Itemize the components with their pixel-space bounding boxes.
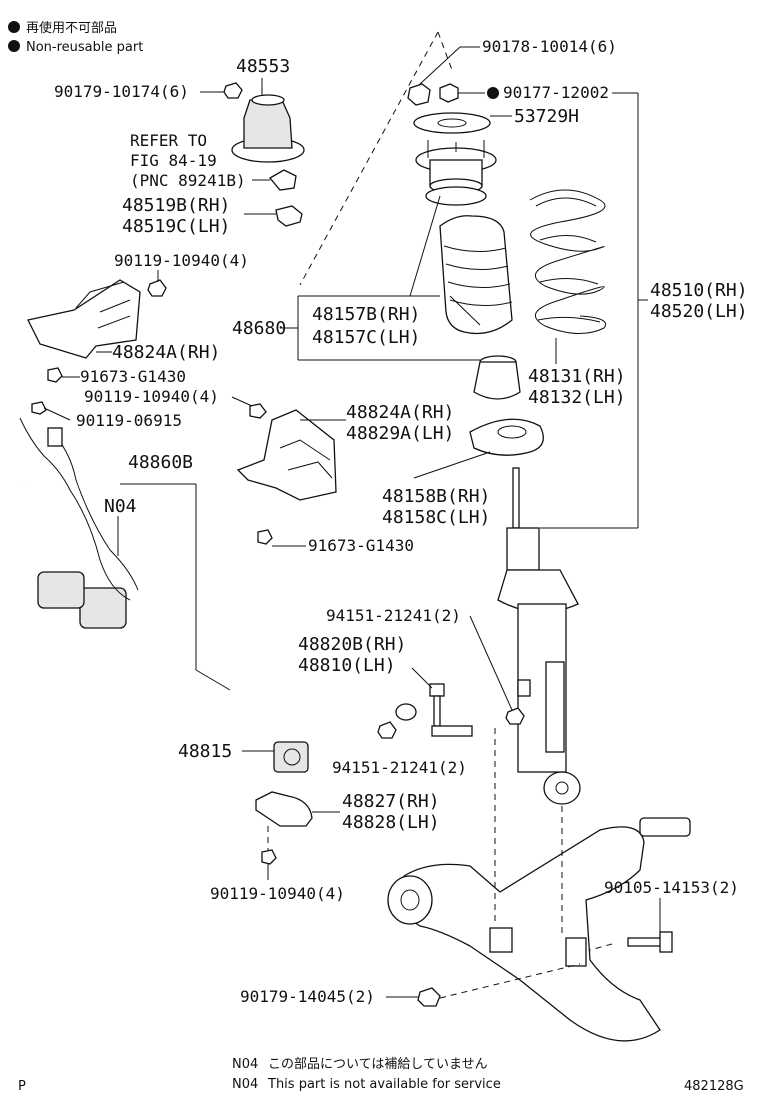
label-48680: 48680: [232, 318, 286, 339]
insulator-48158: [413, 418, 544, 479]
label-90178: 90178-10014(6): [482, 37, 617, 56]
legend-jp: 再使用不可部品: [26, 20, 117, 36]
bolt-91673-a: [47, 367, 80, 383]
legend: 再使用不可部品 Non-reusable part: [8, 20, 143, 55]
non-reusable-dot-icon: [487, 87, 499, 99]
bushing-48815: [242, 741, 309, 773]
washer-53729h: [413, 112, 512, 134]
label-48157b: 48157B(RH): [312, 304, 420, 325]
label-94151-b: 94151-21241(2): [332, 758, 467, 777]
note-jp: この部品については補給していません: [268, 1057, 488, 1072]
upper-support: [415, 140, 497, 206]
bracket-48827: [255, 791, 340, 827]
label-48828: 48828(LH): [342, 812, 440, 833]
mount-48553: [231, 78, 305, 163]
label-90119-06915: 90119-06915: [76, 411, 182, 430]
refer-line2: FIG 84-19: [130, 151, 217, 170]
label-n04: N04: [104, 496, 137, 517]
note-en-code: N04: [232, 1077, 258, 1092]
nut-90178: [407, 46, 480, 106]
bolt-90105: [627, 898, 673, 953]
leader-48860b: [120, 483, 231, 691]
boot-48157: [439, 215, 513, 335]
label-48519c: 48519C(LH): [122, 216, 230, 237]
label-48824a-2: 48824A(RH): [346, 402, 454, 423]
label-91673-b: 91673-G1430: [308, 536, 414, 555]
legend-dot-icon: [8, 21, 20, 33]
stabilizer-link: [411, 667, 473, 737]
label-48131: 48131(RH): [528, 366, 626, 387]
bracket-48824-middle: [236, 409, 346, 501]
label-48860b: 48860B: [128, 452, 193, 473]
label-48158c: 48158C(LH): [382, 507, 490, 528]
refer-line1: REFER TO: [130, 131, 207, 150]
lower-arm: [387, 817, 691, 1042]
footer-left: P: [18, 1079, 26, 1094]
label-48510: 48510(RH): [650, 280, 748, 301]
stabilizer-bar: [19, 417, 417, 721]
coil-spring: [529, 189, 606, 334]
label-90105: 90105-14153(2): [604, 878, 739, 897]
nut-90177: [439, 83, 499, 103]
refer-line3: (PNC 89241B): [130, 171, 246, 190]
label-48810: 48810(LH): [298, 655, 396, 676]
label-48520: 48520(LH): [650, 301, 748, 322]
label-48519b: 48519B(RH): [122, 195, 230, 216]
label-90119-b: 90119-10940(4): [84, 387, 219, 406]
nut-90179-14045: [386, 987, 441, 1007]
label-91673-a: 91673-G1430: [80, 367, 186, 386]
leader-48680: [280, 195, 481, 361]
bolt-90119-d: [261, 826, 277, 880]
shock-absorber: [497, 467, 581, 805]
bolt-90119-a: [147, 270, 167, 297]
label-90177: 90177-12002: [503, 83, 609, 102]
label-90119-d: 90119-10940(4): [210, 884, 345, 903]
label-90179-14045: 90179-14045(2): [240, 987, 375, 1006]
clip-90119-06915: [31, 401, 71, 421]
label-48827: 48827(RH): [342, 791, 440, 812]
leader-48510: [540, 92, 648, 529]
label-48829a: 48829A(LH): [346, 423, 454, 444]
label-48157c: 48157C(LH): [312, 327, 420, 348]
bolt-91673-b: [257, 529, 306, 547]
label-53729h: 53729H: [514, 106, 579, 127]
nut-94151-a: [469, 615, 525, 725]
legend-dot-icon: [8, 40, 20, 52]
bolt-90119-b: [231, 396, 267, 419]
label-48553: 48553: [236, 56, 290, 77]
note-en: This part is not available for service: [267, 1077, 501, 1092]
note-jp-code: N04: [232, 1057, 258, 1072]
legend-en: Non-reusable part: [26, 40, 143, 55]
bracket-48519: [244, 205, 303, 227]
bracket-48824-left: [27, 279, 141, 359]
nut-90179-10174: [200, 82, 243, 99]
label-48824a-rh: 48824A(RH): [112, 342, 220, 363]
label-48132: 48132(LH): [528, 387, 626, 408]
label-48158b: 48158B(RH): [382, 486, 490, 507]
label-94151-a: 94151-21241(2): [326, 606, 461, 625]
nut-94151-b: [377, 721, 397, 739]
label-90179-10174: 90179-10174(6): [54, 82, 189, 101]
footer-right: 482128G: [684, 1079, 744, 1094]
bound-stopper: [473, 355, 521, 400]
label-48820b: 48820B(RH): [298, 634, 406, 655]
label-90119-a: 90119-10940(4): [114, 251, 249, 270]
dashed-guide: [299, 31, 453, 286]
dashed-guides-lower: [439, 728, 613, 999]
label-48815: 48815: [178, 741, 232, 762]
refer-part: [252, 169, 297, 191]
